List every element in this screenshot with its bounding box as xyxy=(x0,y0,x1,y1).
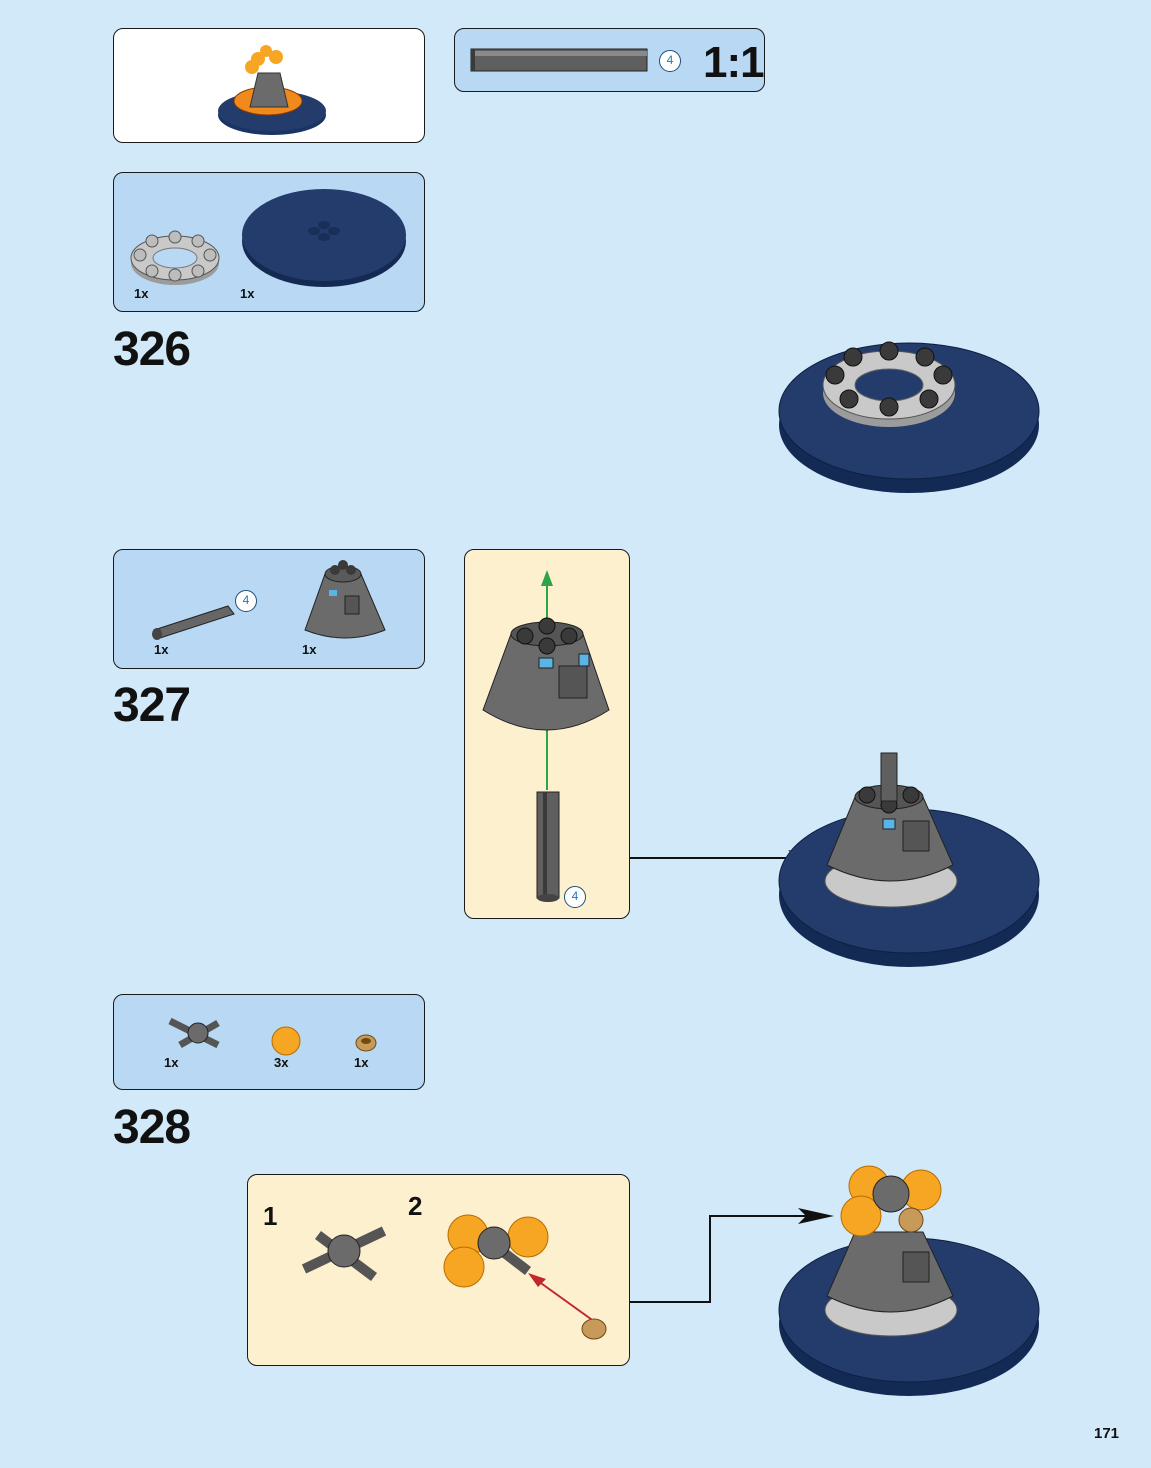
parts-panel-326: 1x 1x xyxy=(113,172,425,312)
part-qty: 1x xyxy=(302,642,316,657)
orange-assembly-callout xyxy=(428,1205,648,1365)
part-qty: 1x xyxy=(154,642,168,657)
part-qty: 1x xyxy=(354,1055,368,1070)
ratio-box: 4 1:1 xyxy=(454,28,765,92)
page-number: 171 xyxy=(1094,1425,1119,1442)
axle-connector-cross-callout xyxy=(298,1215,398,1295)
callout-panel-328: 1 2 xyxy=(247,1174,630,1366)
step-number-326: 326 xyxy=(113,326,190,374)
result-preview-icon xyxy=(114,29,426,144)
large-round-plate-icon xyxy=(240,185,410,295)
parts-panel-328: 1x 3x 1x xyxy=(113,994,425,1090)
cone-dome-callout xyxy=(465,550,631,920)
axle-length-badge: 4 xyxy=(564,886,586,908)
part-qty: 1x xyxy=(134,286,148,301)
axle-connector-cross-icon xyxy=(164,1011,234,1061)
axle-icon xyxy=(469,45,669,85)
step-number-328: 328 xyxy=(113,1104,190,1152)
step-327-result xyxy=(775,745,1045,975)
step-328-result xyxy=(775,1160,1045,1405)
part-qty: 1x xyxy=(164,1055,178,1070)
scale-ratio-label: 1:1 xyxy=(703,41,764,85)
part-qty: 1x xyxy=(240,286,254,301)
axle-length-badge: 4 xyxy=(659,50,681,72)
cone-dome-icon xyxy=(299,560,399,650)
result-preview-panel xyxy=(113,28,425,143)
callout-panel-327: 4 xyxy=(464,549,630,919)
step-number-327: 327 xyxy=(113,682,190,730)
round-plate-ring-icon xyxy=(130,225,230,295)
substep-number-1: 1 xyxy=(263,1203,277,1229)
part-qty: 3x xyxy=(274,1055,288,1070)
substep-number-2: 2 xyxy=(408,1193,422,1219)
parts-panel-327: 4 1x 1x xyxy=(113,549,425,669)
step-326-result xyxy=(775,325,1045,505)
axle-length-badge: 4 xyxy=(235,590,257,612)
